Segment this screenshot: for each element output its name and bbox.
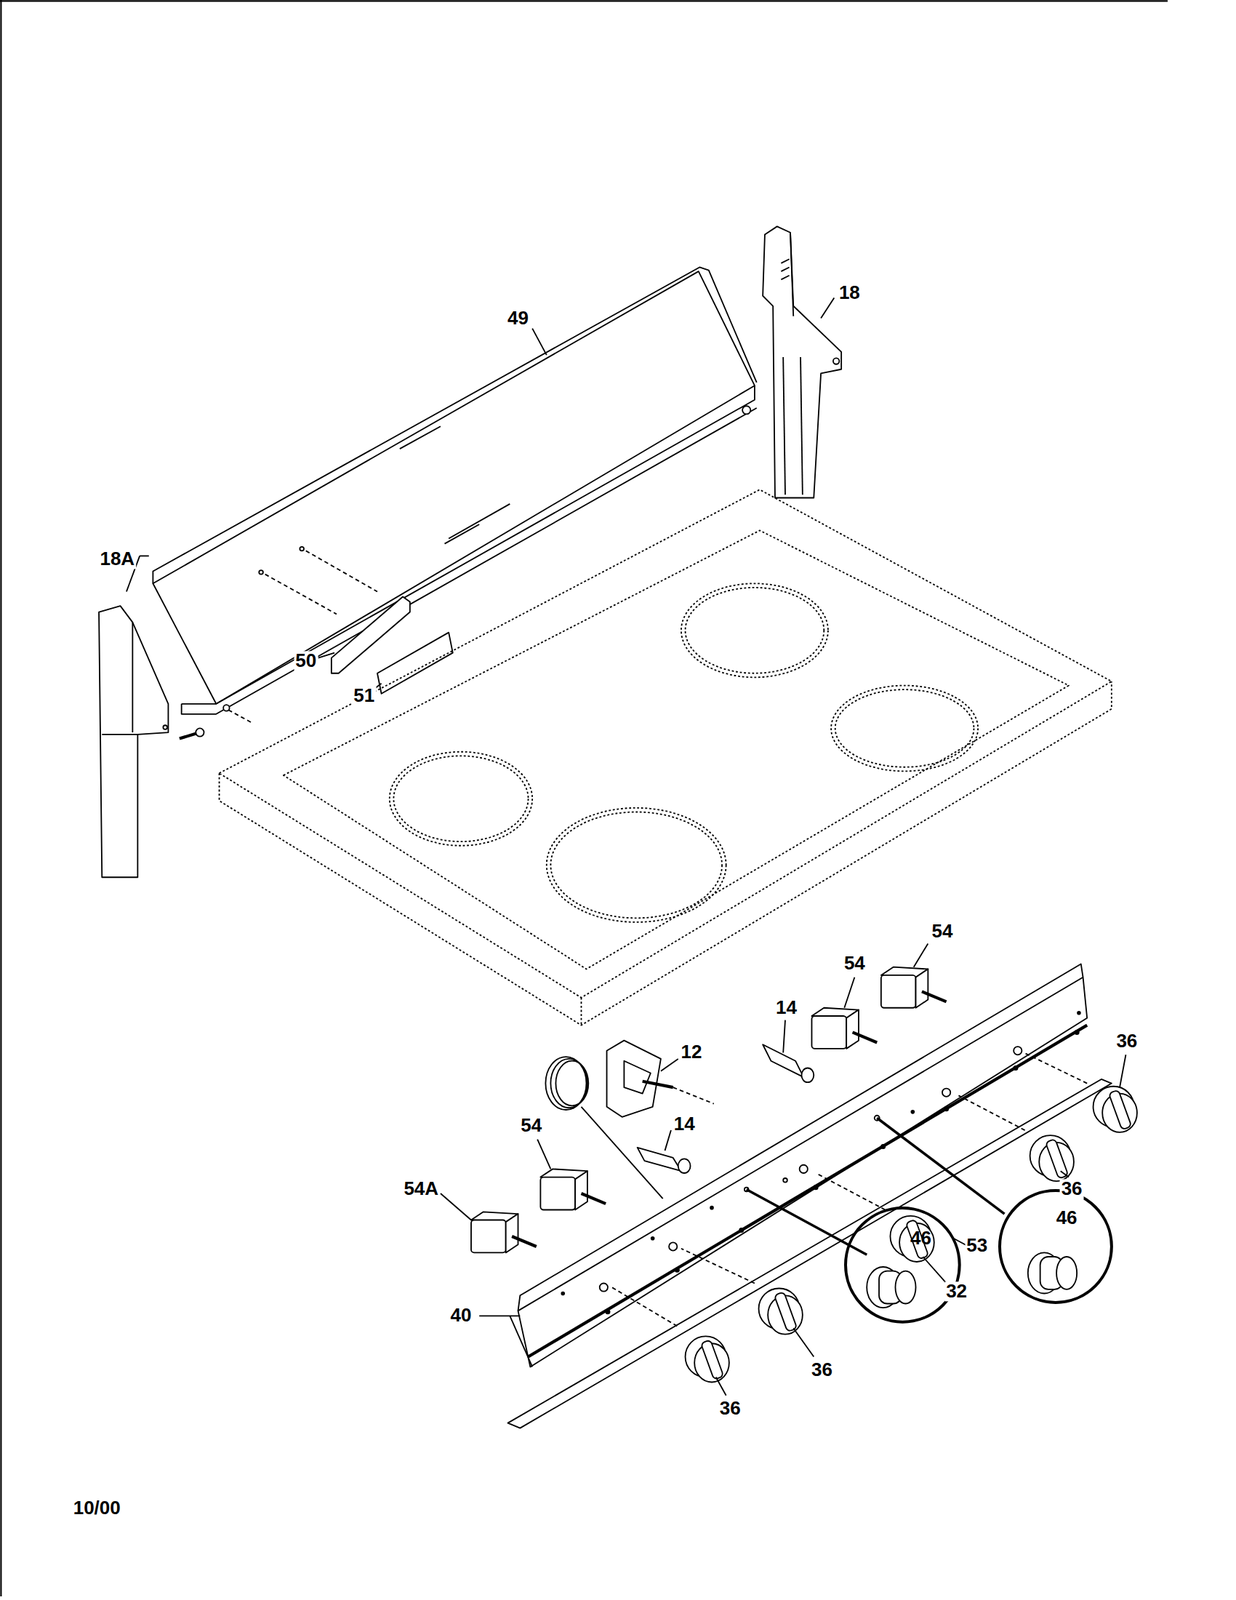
circle-border [999,1190,1112,1303]
circle-outline [843,1205,962,1324]
callout-number: 32 [944,1281,969,1301]
callout-number: 36 [1060,1179,1085,1199]
callout-number: 51 [351,685,376,706]
callout-number: 12 [679,1042,704,1063]
callout-number: 46 [1056,1207,1078,1228]
callout-number: 40 [449,1305,474,1326]
callout-number: 36 [718,1398,743,1418]
callout-number: 18 [837,282,862,303]
callout-number: 54 [930,921,955,941]
callout-number: 53 [964,1235,989,1255]
callout-number: 54 [519,1116,544,1136]
callout-number: 36 [809,1359,834,1380]
callout-number: 49 [506,308,531,328]
date-code: 10/00 [71,1498,123,1519]
callout-number: 54A [402,1179,440,1199]
callout-number: 54 [842,953,867,974]
magnified-view-circle: 46 [843,1205,962,1324]
circle-outline [997,1188,1114,1305]
callout-number: 18A [98,548,136,569]
magnified-view-circle: 46 [997,1188,1114,1305]
callout-number: 46 [910,1228,932,1248]
callout-number: 50 [293,650,318,671]
callout-number: 14 [672,1113,697,1134]
callout-number: 14 [774,997,799,1018]
circle-border [845,1207,960,1322]
callout-number: 36 [1114,1030,1139,1051]
